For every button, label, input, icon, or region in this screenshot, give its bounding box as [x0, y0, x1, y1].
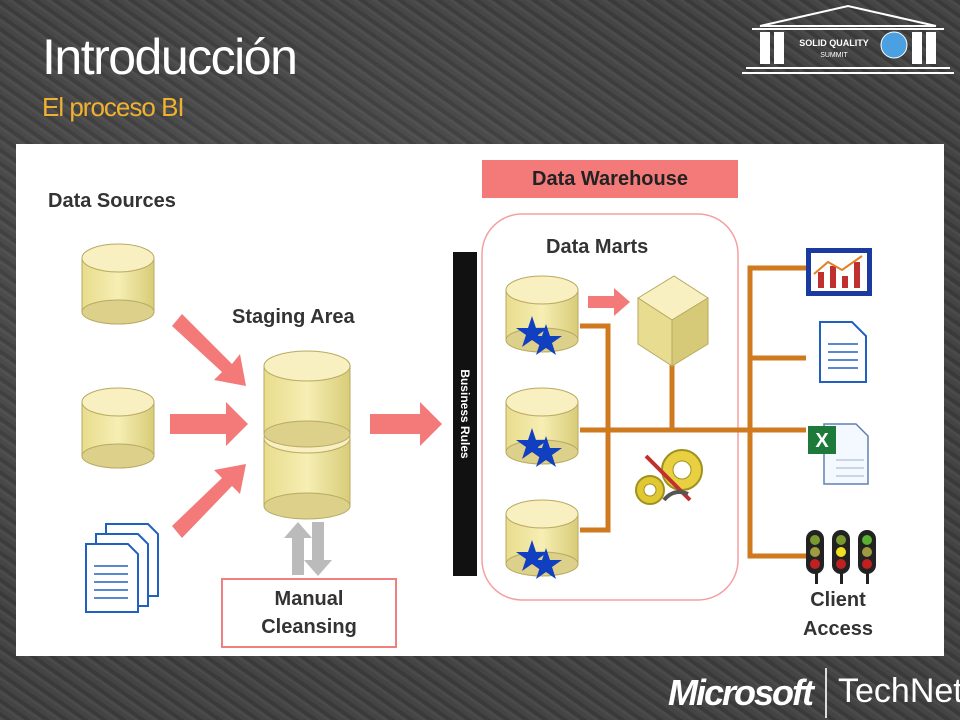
staging-area-label: Staging Area	[232, 306, 355, 328]
star-icon	[530, 548, 562, 579]
data-warehouse-header: Data Warehouse	[482, 160, 738, 198]
kpi-traffic-lights-icon	[806, 530, 876, 584]
logo-text-line1: SOLID QUALITY	[799, 38, 869, 48]
client-access-line2: Access	[802, 618, 874, 640]
client-access-line1: Client	[810, 589, 866, 611]
cleansing-updown-arrows	[284, 522, 332, 576]
star-icon	[530, 436, 562, 467]
data-mart-db-1	[505, 275, 579, 355]
svg-text:X: X	[815, 430, 829, 452]
technet-logo: TechNet	[838, 672, 960, 710]
warehouse-connectors	[580, 265, 806, 559]
arrow-source-3	[172, 464, 246, 538]
star-icon	[530, 324, 562, 355]
document-report-icon	[819, 321, 867, 383]
arrow-source-1	[172, 314, 246, 386]
star-icon	[516, 428, 548, 459]
data-marts-label: Data Marts	[546, 236, 649, 258]
data-source-db-2	[81, 387, 155, 469]
chart-report-icon	[806, 248, 872, 296]
olap-cube-icon	[637, 275, 709, 367]
data-source-documents-icon	[85, 523, 159, 613]
footer-separator	[825, 668, 827, 718]
slide-subtitle: El proceso BI	[42, 92, 185, 122]
slide-title: Introducción	[42, 29, 298, 85]
client-access-label: Client Access	[780, 586, 896, 644]
solid-quality-summit-logo: SOLID QUALITY SUMMIT	[742, 4, 954, 74]
data-mart-db-2	[505, 387, 579, 467]
star-icon	[516, 316, 548, 347]
manual-cleansing-box: Manual Cleansing	[221, 578, 397, 648]
data-warehouse-container	[481, 213, 739, 601]
excel-icon: X	[808, 423, 869, 485]
diagram-canvas	[16, 144, 944, 656]
star-icon	[516, 540, 548, 571]
business-rules-label: Business Rules	[458, 369, 472, 459]
logo-text-line2: SUMMIT	[820, 52, 848, 59]
data-mining-gears-icon	[635, 449, 703, 505]
arrow-staging-to-warehouse	[370, 402, 442, 446]
source-to-staging-arrows	[170, 314, 248, 538]
data-mart-db-3	[505, 499, 579, 579]
manual-cleansing-line2: Cleansing	[261, 616, 357, 638]
data-sources-label: Data Sources	[48, 190, 176, 212]
data-source-db-1	[81, 243, 155, 325]
arrow-source-2	[170, 402, 248, 446]
business-rules-bar: Business Rules	[453, 252, 477, 576]
arrow-mart-to-cube	[588, 288, 630, 316]
staging-area-db	[263, 350, 351, 520]
manual-cleansing-line1: Manual	[274, 588, 344, 610]
microsoft-logo: Microsoft	[668, 672, 814, 713]
